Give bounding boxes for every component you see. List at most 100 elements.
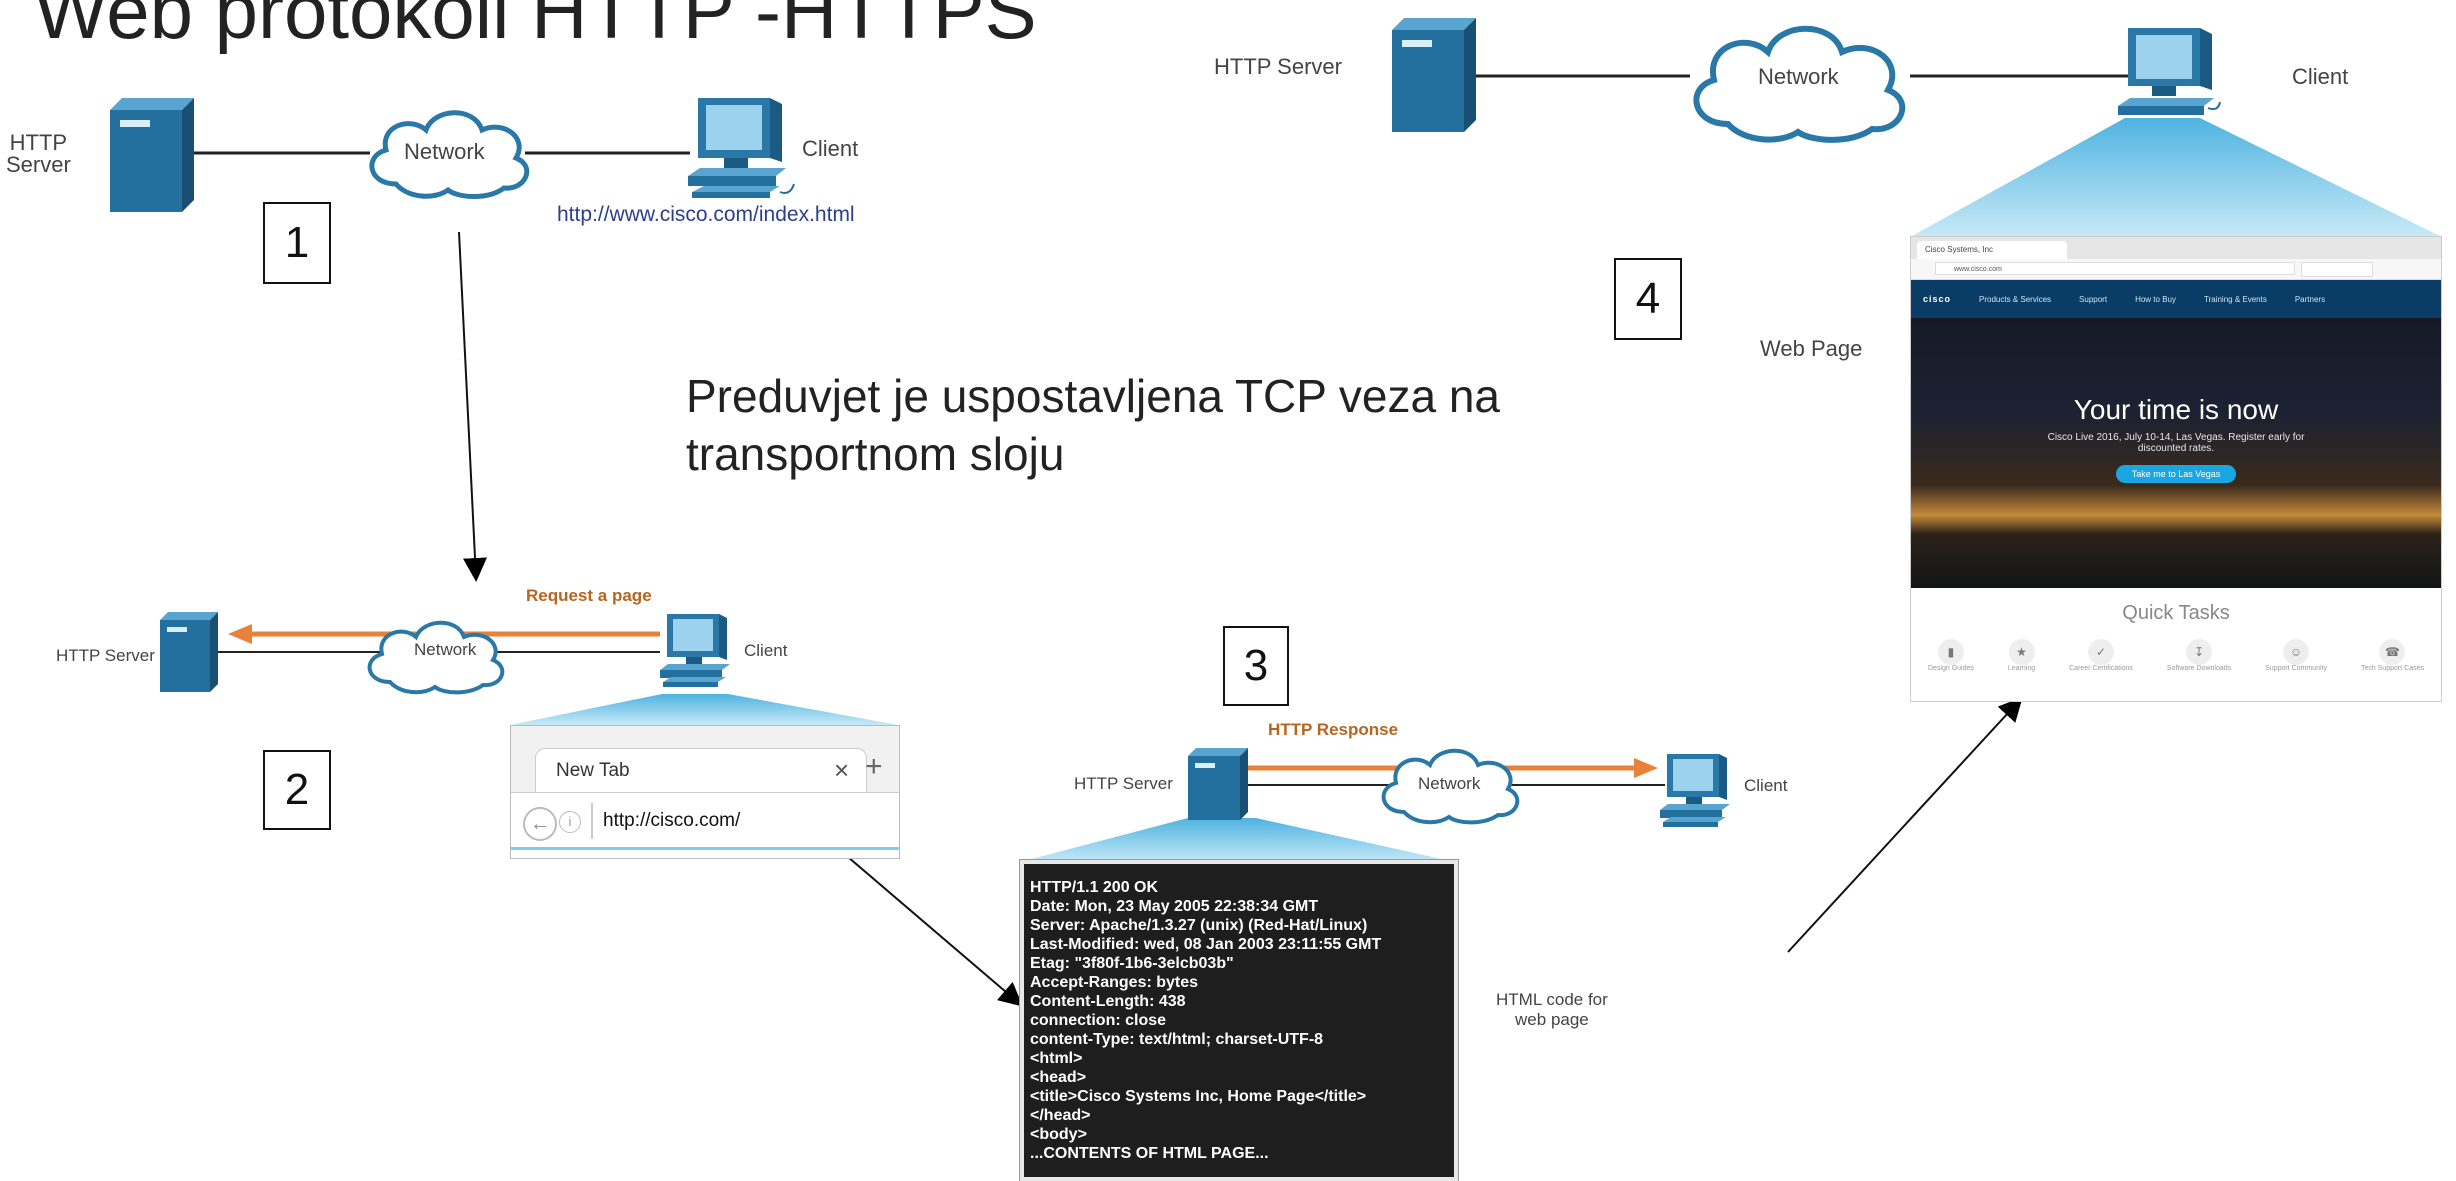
wp-nav-item[interactable]: How to Buy	[2135, 294, 2176, 304]
html-code-caption: HTML code for web page	[1496, 990, 1608, 1030]
client-label-4: Client	[2292, 64, 2349, 89]
info-icon[interactable]: i	[559, 811, 581, 833]
page-title: Web protokoli HTTP -HTTPS	[34, 0, 1037, 55]
wp-nav-item[interactable]: Products & Services	[1979, 294, 2052, 304]
http-response-code: HTTP/1.1 200 OK Date: Mon, 23 May 2005 2…	[1020, 860, 1458, 1181]
wp-tabstrip: Cisco Systems, Inc	[1911, 237, 2441, 259]
wp-nav-item[interactable]: Training & Events	[2203, 294, 2267, 304]
prerequisite-line-1: Preduvjet je uspostavljena TCP veza na	[686, 370, 1501, 422]
code-line: Last-Modified: wed, 08 Jan 2003 23:11:55…	[1030, 936, 1382, 953]
response-arrow-head	[1634, 758, 1658, 778]
browser-snippet: New Tab × + ← i http://cisco.com/	[510, 725, 900, 859]
code-line: <html>	[1030, 1050, 1083, 1067]
code-line: <title>Cisco Systems Inc, Home Page</tit…	[1030, 1088, 1367, 1105]
wp-task-community[interactable]: ☺Support Community	[2265, 639, 2327, 672]
wp-subtext-1: Cisco Live 2016, July 10-14, Las Vegas. …	[2047, 432, 2305, 443]
download-icon: ↧	[2186, 639, 2213, 665]
wp-task-label: Support Community	[2265, 665, 2327, 672]
server-label-4: HTTP Server	[1214, 54, 1342, 79]
code-line: content-Type: text/html; charset-UTF-8	[1030, 1031, 1324, 1048]
step-3-box: 3	[1223, 626, 1289, 706]
step-2-box: 2	[263, 750, 331, 830]
client-label-3: Client	[1744, 776, 1788, 795]
network-label-2: Network	[414, 640, 477, 659]
computer-icon	[2118, 28, 2221, 115]
server-icon	[160, 612, 218, 692]
response-label: HTTP Response	[1268, 720, 1399, 739]
server-icon	[1392, 18, 1476, 132]
wp-task-learning[interactable]: ★Learning	[2008, 639, 2035, 672]
server-label-2: HTTP Server	[56, 646, 155, 665]
request-arrow-head	[228, 624, 252, 644]
wp-task-design-guides[interactable]: ▮Design Guides	[1928, 639, 1974, 672]
webpage-screenshot: Cisco Systems, Inc www.cisco.com cisco P…	[1910, 236, 2442, 702]
server-label-1: HTTP Server	[6, 132, 71, 176]
tab-close-icon[interactable]: ×	[834, 755, 850, 785]
wp-task-label: Learning	[2007, 665, 2036, 672]
wp-nav-item[interactable]: Support	[2079, 294, 2108, 304]
wp-nav-item[interactable]: Partners	[2294, 294, 2326, 304]
flow-arrow-1-to-2	[458, 231, 488, 582]
server-label-3: HTTP Server	[1074, 774, 1173, 793]
address-divider	[591, 803, 593, 839]
cloud-icon	[369, 110, 530, 199]
network-cloud-3	[1372, 740, 1528, 835]
server-icon	[1188, 748, 1248, 820]
wp-address-bar[interactable]: www.cisco.com	[1935, 262, 2295, 275]
prerequisite-text: Preduvjet je uspostavljena TCP veza na t…	[686, 368, 1500, 483]
beam-step-3	[1020, 818, 1455, 862]
computer-icon	[688, 98, 795, 198]
beam-step-4	[1912, 118, 2440, 236]
beam-step-2	[510, 694, 898, 725]
cloud-icon	[367, 620, 505, 695]
http-server-2	[160, 612, 218, 697]
client-label-1: Client	[802, 136, 859, 161]
network-label-4: Network	[1758, 64, 1839, 89]
client-computer-2	[660, 612, 738, 699]
wp-task-support-cases[interactable]: ☎Tech Support Cases	[2361, 639, 2424, 672]
code-line: Content-Length: 438	[1030, 993, 1186, 1010]
address-underline	[511, 847, 899, 850]
code-line: </head>	[1030, 1107, 1091, 1124]
wp-hero: Your time is now Cisco Live 2016, July 1…	[1911, 318, 2441, 588]
address-bar: ← i http://cisco.com/	[511, 792, 899, 858]
client-computer-1	[688, 96, 798, 215]
tab-new-tab[interactable]: New Tab ×	[535, 748, 867, 793]
wp-task-certifications[interactable]: ✓Career Certifications	[2069, 639, 2133, 672]
learning-icon: ★	[2008, 639, 2035, 665]
wp-logo[interactable]: cisco	[1923, 294, 1952, 304]
code-line: Etag: "3f80f-1b6-3elcb03b"	[1030, 955, 1234, 972]
wp-task-label: Tech Support Cases	[2360, 665, 2424, 672]
cloud-icon	[1381, 748, 1520, 825]
address-input[interactable]: http://cisco.com/	[603, 810, 741, 831]
community-icon: ☺	[2283, 639, 2310, 665]
flow-arrow-3-to-4	[1787, 697, 2023, 953]
prerequisite-line-2: transportnom sloju	[686, 427, 1065, 480]
certificate-icon: ✓	[2088, 639, 2115, 665]
client-computer-3	[1660, 752, 1736, 839]
wp-tab-title[interactable]: Cisco Systems, Inc	[1917, 241, 2067, 259]
document-icon: ▮	[1937, 639, 1964, 665]
wp-toolbar: www.cisco.com	[1911, 259, 2441, 280]
caption-line-2: web page	[1515, 1010, 1589, 1029]
network-label-1: Network	[404, 139, 485, 164]
computer-icon	[1660, 754, 1730, 827]
back-icon[interactable]: ←	[523, 807, 557, 841]
server-icon	[110, 98, 194, 212]
code-line: Accept-Ranges: bytes	[1030, 974, 1199, 991]
new-tab-button[interactable]: +	[865, 750, 883, 783]
support-icon: ☎	[2379, 639, 2406, 665]
code-line: connection: close	[1030, 1012, 1167, 1029]
wp-cta-button[interactable]: Take me to Las Vegas	[2115, 465, 2237, 483]
network-cloud-2	[358, 612, 512, 705]
webpage-label: Web Page	[1760, 336, 1863, 361]
step-1-box: 1	[263, 202, 331, 284]
code-line: <body>	[1030, 1126, 1087, 1143]
wp-subtext-2: discounted rates.	[2137, 443, 2215, 454]
http-server-4	[1392, 18, 1476, 137]
network-cloud-1	[358, 100, 538, 211]
wp-search-box[interactable]	[2301, 262, 2373, 277]
wp-quick-tasks: Quick Tasks ▮Design Guides ★Learning ✓Ca…	[1911, 588, 2441, 672]
wp-task-downloads[interactable]: ↧Software Downloads	[2167, 639, 2231, 672]
http-server-3	[1188, 748, 1248, 825]
